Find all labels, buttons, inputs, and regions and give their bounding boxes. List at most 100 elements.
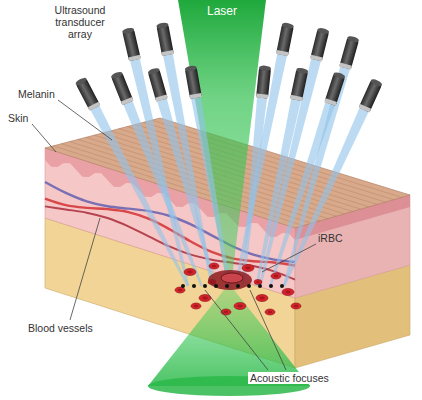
acoustic-focus xyxy=(181,284,185,288)
beam-label: Laser xyxy=(207,5,237,19)
red-blood-cell xyxy=(184,269,196,276)
infected-cell xyxy=(208,270,252,290)
transducer xyxy=(359,78,383,113)
transducer-body xyxy=(276,24,294,56)
transducer-ring xyxy=(324,98,337,106)
infected-cell xyxy=(221,273,243,283)
red-blood-cell-center xyxy=(285,291,290,294)
acoustic-focus xyxy=(192,284,196,288)
transducer xyxy=(184,65,201,99)
transducer-cap xyxy=(110,71,123,80)
transducer-body xyxy=(310,29,329,61)
transducer-ring xyxy=(121,97,134,105)
acoustic-focus xyxy=(214,284,218,288)
transducer-ring xyxy=(256,93,268,98)
red-blood-cell-center xyxy=(256,281,260,283)
transducer xyxy=(324,71,346,106)
cell-label: iRBC xyxy=(318,232,343,244)
transducer xyxy=(256,65,271,99)
transducer-body xyxy=(290,69,308,101)
red-blood-cell-center xyxy=(187,271,192,274)
transducer-ring xyxy=(310,55,323,62)
focus-label: Acoustic focuses xyxy=(248,372,331,384)
red-blood-cell-center xyxy=(259,297,264,300)
red-blood-cell xyxy=(282,289,294,296)
acoustic-focus xyxy=(225,284,229,288)
transducer-ring xyxy=(128,55,141,62)
transducer-cap xyxy=(370,78,383,88)
acoustic-focus xyxy=(280,284,284,288)
red-blood-cell xyxy=(256,295,268,302)
vessel-label: Blood vessels xyxy=(28,322,93,334)
transducer-cap xyxy=(122,27,135,35)
transducer-cap xyxy=(317,27,330,35)
transducer xyxy=(276,22,294,56)
transducer-cap xyxy=(259,65,271,71)
red-blood-cell-center xyxy=(212,265,217,267)
transducer xyxy=(147,67,168,102)
red-blood-cell-center xyxy=(294,305,299,307)
red-blood-cell-center xyxy=(202,297,207,300)
transducer xyxy=(290,67,308,101)
red-blood-cell xyxy=(254,280,262,285)
red-blood-cell-center xyxy=(268,311,273,313)
transducer xyxy=(110,71,133,106)
transducer-ring xyxy=(88,102,100,111)
laser-beam xyxy=(148,286,310,386)
red-blood-cell xyxy=(209,263,219,269)
red-blood-cell xyxy=(191,303,201,309)
transducer-body xyxy=(122,29,141,61)
acoustic-focus xyxy=(203,284,207,288)
transducer-cap xyxy=(147,67,160,75)
acoustic-focus xyxy=(258,284,262,288)
transducer-ring xyxy=(359,104,372,113)
transducer-ring xyxy=(339,63,352,70)
transducer-cap xyxy=(75,76,88,86)
transducer xyxy=(339,35,359,70)
transducer xyxy=(75,76,101,110)
transducer-body xyxy=(256,68,271,99)
laser-beam xyxy=(178,0,266,286)
leader-line xyxy=(58,100,112,140)
acoustic-focus xyxy=(236,284,240,288)
layer-label: Skin xyxy=(8,112,28,124)
red-blood-cell-center xyxy=(194,305,199,307)
transducer-cap xyxy=(333,71,346,79)
transducer xyxy=(122,27,141,61)
leader-line xyxy=(32,124,56,152)
ultrasound-beam xyxy=(191,97,230,286)
leader-line xyxy=(250,290,286,370)
transducer-body xyxy=(148,70,168,102)
leader-line xyxy=(70,218,100,320)
transducer-ring xyxy=(290,95,303,101)
layer-label: Melanin xyxy=(18,88,55,100)
red-blood-cell-center xyxy=(274,275,279,277)
transducer-cap xyxy=(296,67,309,74)
red-blood-cell-center xyxy=(224,311,229,313)
red-blood-cell xyxy=(291,303,301,309)
transducer-ring xyxy=(276,50,289,56)
transducer-ring xyxy=(189,93,202,99)
transducer xyxy=(310,27,329,61)
leader-line xyxy=(262,244,316,272)
transducer-ring xyxy=(155,94,168,101)
acoustic-focus xyxy=(269,284,273,288)
acoustic-focus xyxy=(247,284,251,288)
red-blood-cell xyxy=(242,265,254,272)
transducer xyxy=(156,22,174,56)
ultrasound-beam xyxy=(283,108,369,287)
transducer-cap xyxy=(347,35,360,43)
transducer-cap xyxy=(281,22,294,29)
transducer-cap xyxy=(184,65,197,72)
ultrasound-beam xyxy=(157,99,216,287)
red-blood-cell-center xyxy=(178,289,183,291)
red-blood-cell xyxy=(271,273,281,279)
leader-line xyxy=(205,290,268,370)
red-blood-cell-center xyxy=(245,267,250,270)
transducer-body xyxy=(185,67,202,99)
device-label: Ultrasound transducer array xyxy=(46,4,114,40)
red-blood-cell xyxy=(265,309,275,315)
